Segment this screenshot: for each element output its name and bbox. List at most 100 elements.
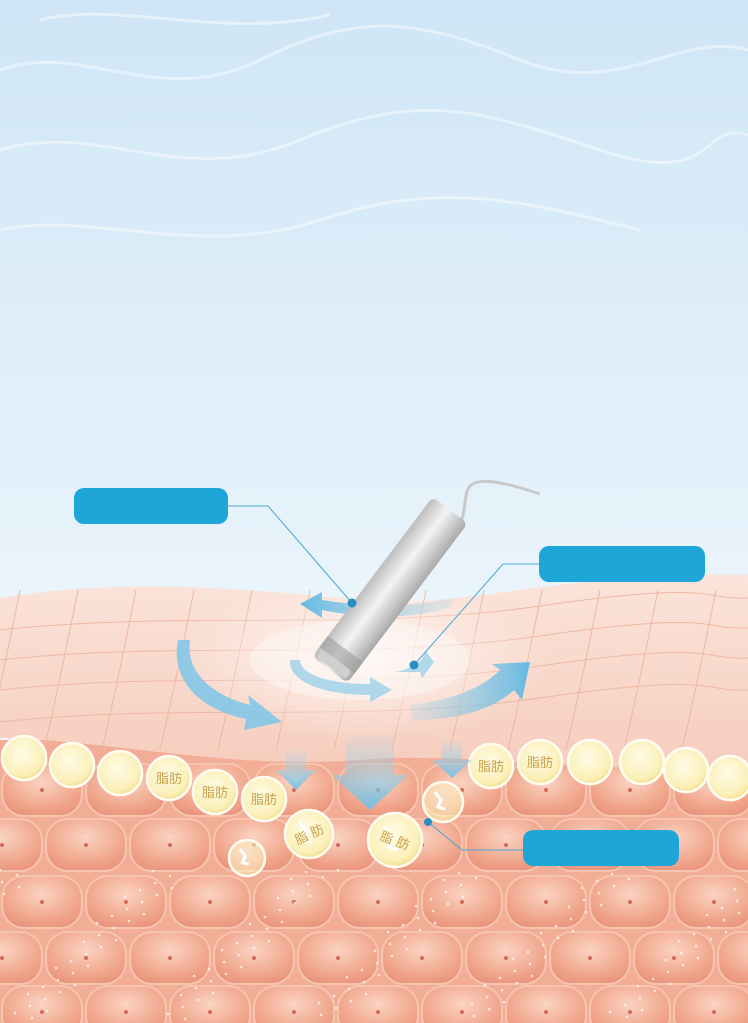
fat-cell-label: 脂肪 (527, 755, 553, 771)
tissue-speckle (237, 953, 241, 957)
tissue-cell (633, 931, 715, 985)
tissue-speckle (442, 878, 446, 882)
tissue-speckle (293, 901, 297, 905)
tissue-speckle (28, 1004, 32, 1008)
tissue-speckle (73, 983, 77, 987)
tissue-speckle (2, 892, 6, 896)
tissue-cell (337, 985, 419, 1023)
tissue-speckle (347, 987, 351, 991)
tissue-cell (85, 875, 167, 929)
tissue-speckle (0, 880, 4, 884)
fat-cell: 脂 肪 (366, 811, 424, 869)
tissue-speckle (472, 1014, 476, 1018)
fat-cell: 脂肪 (516, 738, 564, 786)
tissue-speckle (41, 985, 45, 989)
tissue-cell (717, 818, 748, 872)
tissue-speckle (138, 888, 142, 892)
tissue-speckle (196, 998, 200, 1002)
tissue-speckle (82, 940, 86, 944)
fat-cell (421, 780, 465, 824)
tissue-speckle (720, 906, 724, 910)
tissue-speckle (735, 899, 739, 903)
probe-cable (454, 479, 541, 530)
tissue-speckle (56, 978, 60, 982)
tissue-speckle (705, 913, 709, 917)
tissue-speckle (155, 893, 159, 897)
tissue-speckle (166, 1012, 170, 1016)
tissue-speckle (317, 1001, 321, 1005)
tissue-speckle (278, 908, 282, 912)
fat-cell (227, 838, 267, 878)
tissue-speckle (153, 881, 157, 885)
tissue-speckle (692, 932, 696, 936)
tissue-speckle (554, 924, 558, 928)
tissue-cell (337, 875, 419, 929)
tissue-speckle (306, 882, 310, 886)
tissue-cell (549, 931, 631, 985)
tissue-cell (421, 875, 503, 929)
tissue-cell (465, 931, 547, 985)
fat-cell (96, 749, 144, 797)
fat-cell: 脂肪 (240, 775, 288, 823)
tissue-speckle (433, 921, 437, 925)
tissue-speckle (526, 950, 530, 954)
tissue-speckle (431, 909, 435, 913)
tissue-speckle (179, 993, 183, 997)
tissue-cell (213, 931, 295, 985)
tissue-speckle (582, 898, 586, 902)
callout-fat-breakdown (523, 830, 686, 866)
fat-cell (0, 734, 48, 782)
tissue-speckle (181, 1005, 185, 1009)
tissue-speckle (170, 886, 174, 890)
liposuction-probe (314, 479, 541, 681)
tissue-speckle (405, 947, 409, 951)
tissue-speckle (110, 914, 114, 918)
tissue-speckle (140, 900, 144, 904)
tissue-speckle (623, 1003, 627, 1007)
fat-cell-label: 脂肪 (202, 785, 228, 801)
tissue-speckle (502, 1000, 506, 1004)
tissue-speckle (707, 925, 711, 929)
downward-arrows (276, 735, 472, 810)
tissue-cell (0, 818, 43, 872)
tissue-speckle (612, 884, 616, 888)
fat-cell: 脂 肪 (283, 808, 335, 860)
tissue-speckle (362, 980, 366, 984)
callout-probe (67, 488, 228, 524)
tissue-speckle (211, 991, 215, 995)
tissue-speckle (513, 969, 517, 973)
down-arrow-center (332, 735, 408, 810)
tissue-speckle (252, 946, 256, 950)
fat-cell: 脂肪 (191, 768, 239, 816)
arrow-inner (289, 660, 392, 702)
down-arrow-left (276, 750, 316, 790)
tissue-speckle (390, 954, 394, 958)
tissue-speckle (599, 903, 603, 907)
tissue-speckle (677, 939, 681, 943)
tissue-speckle (207, 967, 211, 971)
tissue-speckle (17, 885, 21, 889)
tissue-speckle (265, 927, 269, 931)
tissue-speckle (71, 971, 75, 975)
tissue-speckle (636, 984, 640, 988)
tissue-speckle (709, 937, 713, 941)
tissue-speckle (733, 887, 737, 891)
tissue-speckle (209, 979, 213, 983)
tissue-speckle (627, 877, 631, 881)
fat-cell-label: 脂肪 (478, 759, 504, 775)
fat-cell (566, 738, 614, 786)
tissue-speckle (664, 958, 668, 962)
tissue-speckle (45, 1009, 49, 1013)
tissue-speckle (291, 889, 295, 893)
arrow-right (410, 662, 530, 720)
tissue-speckle (640, 1008, 644, 1012)
tissue-speckle (183, 1017, 187, 1021)
tissue-speckle (332, 994, 336, 998)
tissue-speckle (584, 910, 588, 914)
leader-probe (228, 505, 353, 604)
tissue-speckle (567, 905, 571, 909)
tissue-speckle (30, 1016, 34, 1020)
tissue-speckle (444, 890, 448, 894)
tissue-speckle (474, 876, 478, 880)
fat-cell (48, 741, 96, 789)
